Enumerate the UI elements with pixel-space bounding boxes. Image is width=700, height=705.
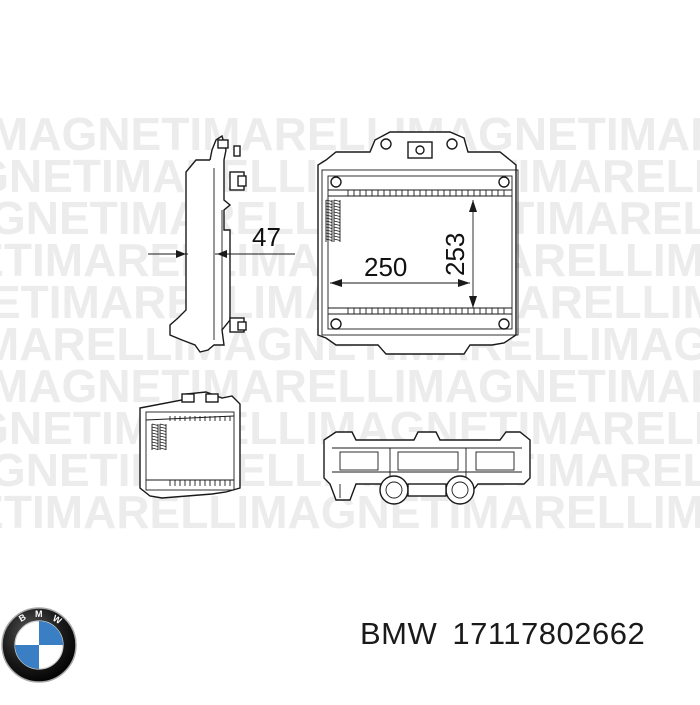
width-dimension: 250 <box>330 252 470 287</box>
part-number: 17117802662 <box>452 616 646 651</box>
svg-text:B: B <box>17 612 28 624</box>
depth-dimension: 47 <box>148 222 295 258</box>
depth-value: 47 <box>252 222 281 252</box>
svg-text:MAGNETIMARELLIMAGNETIMARELLIMA: MAGNETIMARELLIMAGNETIMARELLIMAGNETIMAREL… <box>0 360 700 412</box>
width-value: 250 <box>364 252 407 282</box>
height-value: 253 <box>440 233 470 276</box>
svg-text:M: M <box>35 609 43 619</box>
front-view <box>317 131 519 355</box>
part-label: BMW 17117802662 <box>360 616 651 652</box>
brand-name: BMW <box>360 616 438 651</box>
bottom-view <box>323 431 531 505</box>
iso-view <box>139 391 241 499</box>
height-dimension: 253 <box>440 200 477 308</box>
bmw-roundel-icon: B M W <box>1 607 77 683</box>
side-view <box>169 134 247 353</box>
